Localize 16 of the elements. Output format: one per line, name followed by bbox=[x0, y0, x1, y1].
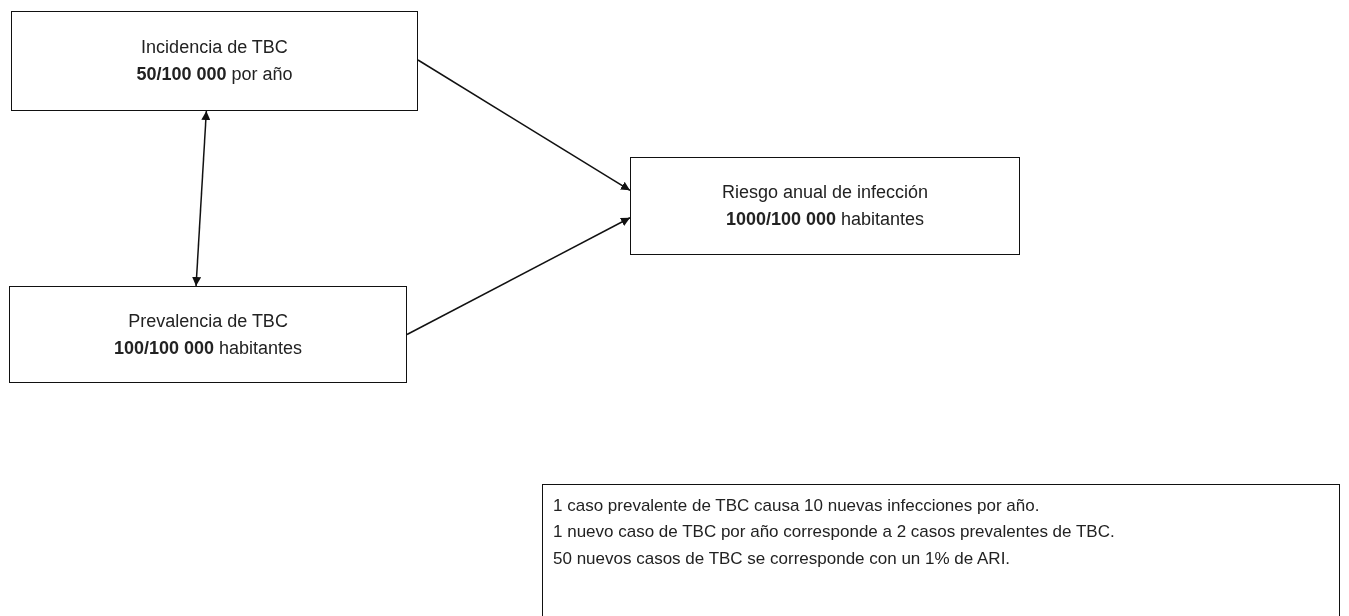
process-box bbox=[11, 11, 418, 111]
box-text: Riesgo anual de infección bbox=[721, 181, 929, 204]
box-text: 50/100 000 por año bbox=[136, 63, 293, 86]
note-line: 1 caso prevalente de TBC causa 10 nuevas infecciones por año. bbox=[553, 495, 1040, 517]
box-text: Prevalencia de TBC bbox=[128, 309, 288, 333]
arrow bbox=[192, 110, 211, 287]
result-box bbox=[630, 157, 1020, 255]
note-line: 50 nuevos casos de TBC se corresponde con un 1% de ARI. bbox=[553, 547, 1011, 570]
note-box bbox=[542, 484, 1340, 616]
arrow bbox=[406, 217, 631, 336]
box-text: 1000/100 000 habitantes bbox=[725, 208, 925, 231]
box-text: Incidencia de TBC bbox=[141, 36, 288, 59]
box-text: 100/100 000 habitantes bbox=[113, 336, 303, 360]
note-line: 1 nuevo caso de TBC por año corresponde a 2 casos prevalentes de TBC. bbox=[553, 521, 1115, 544]
arrow bbox=[417, 59, 631, 192]
process-box bbox=[9, 286, 407, 383]
